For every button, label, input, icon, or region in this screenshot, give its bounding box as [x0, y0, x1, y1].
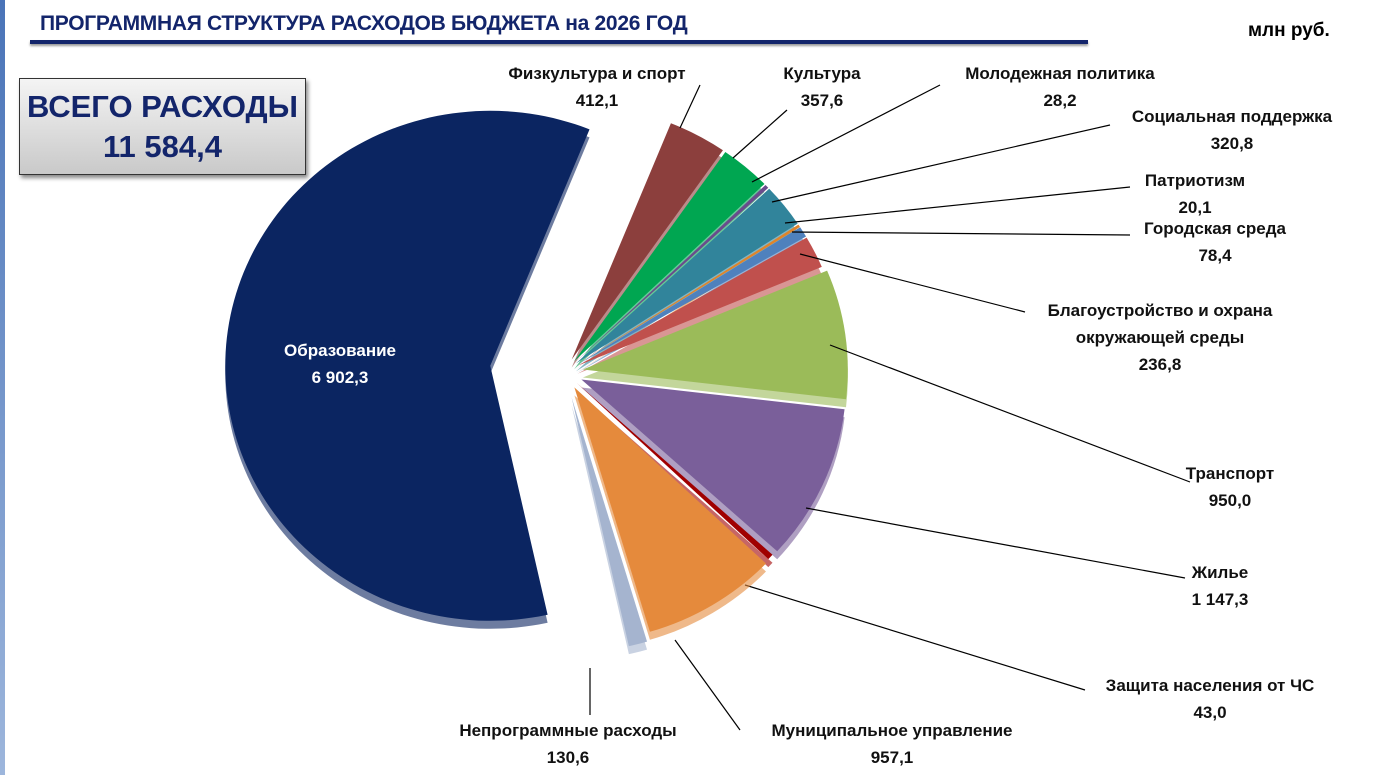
leader-line: [679, 84, 701, 129]
slice-11: [571, 397, 648, 647]
slice-label: Городская среда 78,4: [1144, 215, 1286, 269]
slice-name: Транспорт: [1185, 464, 1275, 483]
slice-value: 43,0: [1193, 703, 1227, 722]
total-value: 11 584,4: [103, 129, 222, 164]
slice-name: Жилье: [1191, 563, 1249, 582]
leader-line: [674, 639, 741, 731]
slice-name: Молодежная политика: [965, 64, 1155, 83]
slice-value: 78,4: [1198, 246, 1232, 265]
slice-name: Защита населения от ЧС: [1105, 676, 1315, 695]
slice-12: [225, 110, 590, 621]
slice-name: Непрограммные расходы: [459, 721, 677, 740]
slice-value: 412,1: [575, 91, 619, 110]
unit-label: млн руб.: [1248, 20, 1330, 41]
slice-label: Физкультура и спорт 412,1: [508, 60, 685, 114]
slice-label: Муниципальное управление 957,1: [771, 717, 1012, 771]
slice-value: 357,6: [800, 91, 844, 110]
slice-name: Образование: [283, 341, 397, 360]
slice-name: Благоустройство и охрана: [1047, 301, 1273, 320]
leader-line: [829, 344, 1191, 483]
slice-value: 20,1: [1178, 198, 1212, 217]
slice-label: Непрограммные расходы 130,6: [459, 717, 676, 771]
slice-name: Физкультура и спорт: [508, 64, 686, 83]
slice-label: Патриотизм 20,1: [1145, 167, 1245, 221]
slice-value: 236,8: [1138, 355, 1182, 374]
leader-line: [791, 231, 1131, 236]
leader-line: [799, 253, 1026, 313]
slice-value: 130,6: [546, 748, 590, 767]
slice-7: [582, 270, 848, 400]
slice-8: [581, 379, 845, 552]
title-underline: [30, 40, 1088, 44]
slice-value: 1 147,3: [1191, 590, 1249, 609]
slice-label: Культура 357,6: [783, 60, 860, 114]
leader-line: [771, 124, 1111, 203]
leader-line: [751, 84, 941, 183]
leader-line: [805, 507, 1186, 579]
slice-0: [571, 123, 723, 360]
slice-5: [576, 227, 807, 365]
slice-label: Социальная поддержка 320,8: [1132, 103, 1332, 157]
slice-name: Муниципальное управление: [771, 721, 1013, 740]
slice-label: Жилье 1 147,3: [1192, 559, 1249, 613]
slice-value: 28,2: [1043, 91, 1077, 110]
leader-line: [784, 186, 1131, 224]
slide-edge: [0, 0, 5, 775]
slice-2: [575, 184, 769, 363]
slice-name: Патриотизм: [1144, 171, 1246, 190]
slice-name: Культура: [783, 64, 861, 83]
slice-name: окружающей среды: [1075, 328, 1245, 347]
leader-line: [732, 109, 788, 159]
slice-value: 320,8: [1210, 134, 1254, 153]
slice-3: [575, 188, 798, 364]
slice-label: Транспорт 950,0: [1186, 460, 1274, 514]
slice-label: Защита населения от ЧС 43,0: [1106, 672, 1315, 726]
slice-label: Благоустройство и охрана окружающей среды…: [1048, 297, 1273, 378]
slice-name: Городская среда: [1144, 219, 1286, 238]
slice-1: [574, 151, 765, 362]
slice-label: Образование 6 902,3: [284, 337, 396, 391]
slice-value: 957,1: [870, 748, 914, 767]
slice-value: 950,0: [1208, 491, 1252, 510]
slice-label: Молодежная политика 28,2: [965, 60, 1155, 114]
slice-10: [574, 387, 766, 632]
slice-4: [576, 224, 800, 365]
slice-6: [577, 237, 822, 366]
slice-name: Социальная поддержка: [1131, 107, 1333, 126]
leader-line: [744, 584, 1086, 691]
page-title: ПРОГРАММНАЯ СТРУКТУРА РАСХОДОВ БЮДЖЕТА н…: [40, 12, 688, 35]
total-expenses-box: ВСЕГО РАСХОДЫ 11 584,4: [19, 78, 306, 175]
slice-9: [576, 382, 773, 560]
total-label: ВСЕГО РАСХОДЫ: [27, 89, 298, 124]
slice-value: 6 902,3: [311, 368, 369, 387]
